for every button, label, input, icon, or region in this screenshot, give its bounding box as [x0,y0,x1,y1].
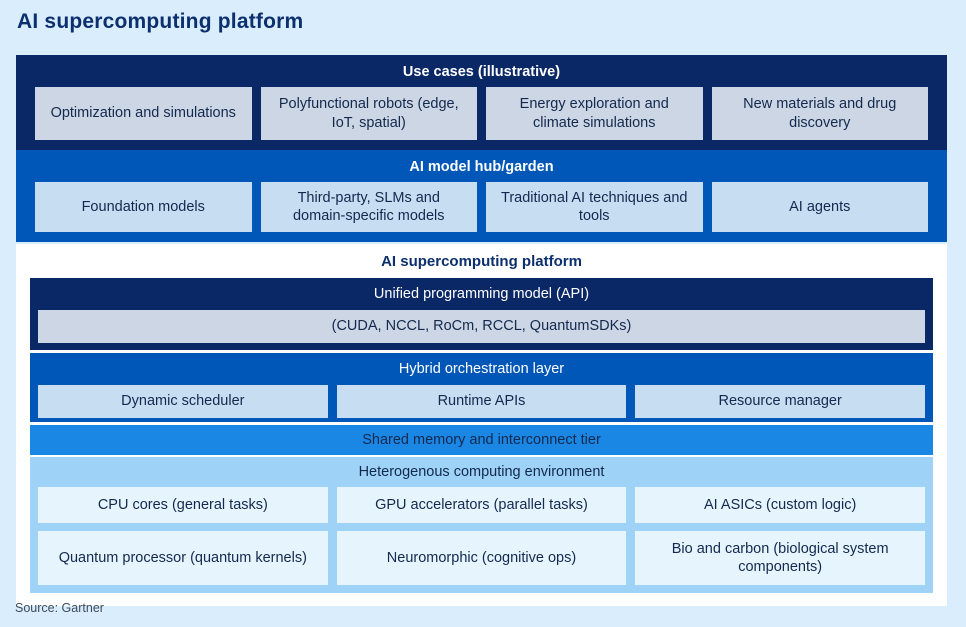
model-hub-box: Foundation models [35,182,252,232]
hybrid-header: Hybrid orchestration layer [398,361,565,377]
heterogenous-header: Heterogenous computing environment [358,464,605,480]
model-hub-box: AI agents [711,182,928,232]
compute-box: CPU cores (general tasks) [38,487,328,523]
heterogenous-row-2: Quantum processor (quantum kernels) Neur… [38,531,925,585]
model-hub-box: Third-party, SLMs and domain-specific mo… [260,182,477,232]
compute-box: GPU accelerators (parallel tasks) [336,487,627,523]
platform-panel-title: AI supercomputing platform [381,253,582,270]
hybrid-row: Dynamic scheduler Runtime APIs Resource … [38,385,925,418]
sdk-box: (CUDA, NCCL, RoCm, RCCL, QuantumSDKs) [38,310,925,343]
use-case-box: New materials and drug discovery [711,87,928,140]
unified-programming-model: Unified programming model (API) (CUDA, N… [30,278,933,350]
shared-memory-tier-bar: Shared memory and interconnect tier [30,425,933,455]
use-cases-row: Optimization and simulations Polyfunctio… [35,87,928,140]
use-case-box: Optimization and simulations [35,87,252,140]
compute-box: Neuromorphic (cognitive ops) [336,531,627,585]
use-case-box: Energy exploration and climate simulatio… [486,87,703,140]
heterogenous-computing-environment: Heterogenous computing environment CPU c… [30,457,933,593]
use-case-box: Polyfunctional robots (edge, IoT, spatia… [260,87,477,140]
model-hub-header: AI model hub/garden [409,159,554,175]
model-hub-row: Foundation models Third-party, SLMs and … [35,182,928,232]
section-model-hub: AI model hub/garden Foundation models Th… [16,150,947,242]
heterogenous-row-1: CPU cores (general tasks) GPU accelerato… [38,487,925,523]
compute-box: Bio and carbon (biological system compon… [635,531,925,585]
section-platform-panel: AI supercomputing platform Unified progr… [16,244,947,606]
section-use-cases: Use cases (illustrative) Optimization an… [16,55,947,150]
hybrid-box: Runtime APIs [336,385,627,418]
diagram-stack: Use cases (illustrative) Optimization an… [16,55,947,606]
source-attribution: Source: Gartner [15,601,104,615]
compute-box: Quantum processor (quantum kernels) [38,531,328,585]
use-cases-header: Use cases (illustrative) [402,64,561,80]
hybrid-box: Resource manager [635,385,925,418]
hybrid-orchestration-layer: Hybrid orchestration layer Dynamic sched… [30,353,933,422]
page-title: AI supercomputing platform [17,10,304,33]
compute-box: AI ASICs (custom logic) [635,487,925,523]
hybrid-box: Dynamic scheduler [38,385,328,418]
unified-header: Unified programming model (API) [373,286,590,302]
model-hub-box: Traditional AI techniques and tools [486,182,703,232]
